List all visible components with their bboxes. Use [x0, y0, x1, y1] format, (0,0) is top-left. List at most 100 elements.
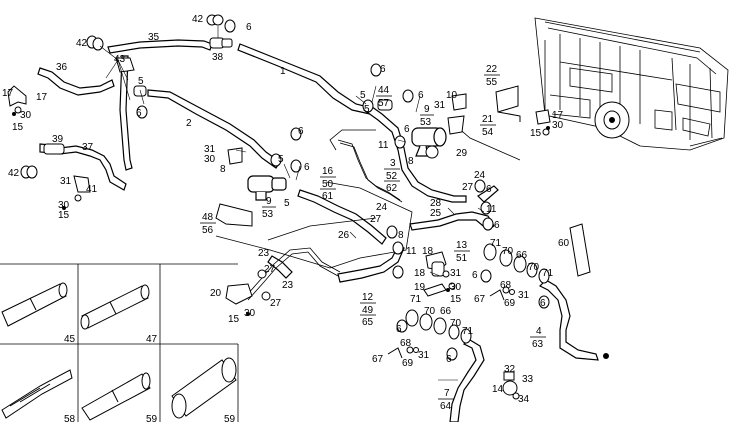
label-part-33: 33	[522, 374, 534, 385]
svg-text:4: 4	[536, 326, 542, 337]
label-part-6: 6	[540, 298, 546, 309]
label-part-5: 5	[138, 76, 144, 87]
svg-text:64: 64	[440, 401, 452, 412]
svg-text:63: 63	[532, 339, 544, 350]
label-part-31: 31	[60, 176, 72, 187]
svg-text:48: 48	[202, 212, 214, 223]
label-part-23: 23	[282, 280, 294, 291]
connector-38	[209, 37, 233, 49]
svg-text:55: 55	[486, 77, 498, 88]
label-part-6: 6	[396, 324, 402, 335]
hose-43-u	[119, 55, 133, 171]
label-part-34: 34	[518, 394, 530, 405]
label-part-47: 47	[146, 334, 158, 345]
label-part-71: 71	[542, 268, 554, 279]
detail-45-hose	[1, 282, 68, 327]
pump-9-b	[411, 127, 447, 157]
label-part-6: 6	[494, 220, 500, 231]
fraction-9-53-a: 953	[262, 196, 276, 220]
label-part-8: 8	[408, 156, 414, 167]
label-part-15: 15	[450, 294, 462, 305]
bracket-17-right	[535, 109, 551, 136]
label-part-5: 5	[278, 154, 284, 165]
label-part-39: 39	[52, 134, 64, 145]
svg-text:9: 9	[266, 196, 272, 207]
bracket-60	[569, 223, 591, 277]
label-part-30: 30	[244, 308, 256, 319]
label-part-30: 30	[204, 154, 216, 165]
svg-text:54: 54	[482, 127, 494, 138]
clamp-6-center	[386, 179, 494, 279]
label-part-18: 18	[414, 268, 426, 279]
detail-47-hose	[80, 284, 150, 330]
label-part-18: 18	[422, 246, 434, 257]
svg-text:62: 62	[386, 183, 398, 194]
label-part-70: 70	[528, 262, 540, 273]
svg-text:44: 44	[378, 85, 390, 96]
fitting-18	[425, 251, 447, 277]
label-part-30: 30	[58, 200, 70, 211]
detail-grid	[0, 263, 239, 422]
label-part-42: 42	[192, 14, 204, 25]
clamp-6-lower	[396, 269, 550, 361]
label-part-6: 6	[486, 184, 492, 195]
hose-13	[409, 211, 495, 231]
hose-1	[237, 43, 373, 115]
label-part-24: 24	[376, 202, 388, 213]
clamp-6-top	[224, 19, 236, 33]
bus-outline	[534, 17, 729, 151]
fitting-19-31	[423, 270, 456, 297]
label-part-1: 1	[280, 66, 286, 77]
label-part-42: 42	[8, 168, 20, 179]
label-part-8: 8	[398, 230, 404, 241]
bracket-8-a	[227, 147, 243, 165]
label-part-5: 5	[284, 198, 290, 209]
fraction-4-63: 463	[530, 326, 546, 350]
hose-36	[37, 67, 115, 96]
connector-44	[377, 99, 393, 111]
pump-9	[247, 175, 287, 201]
svg-text:3: 3	[390, 158, 396, 169]
label-part-6: 6	[304, 162, 310, 173]
label-part-8: 8	[220, 164, 226, 175]
label-part-23: 23	[258, 248, 270, 259]
label-part-70: 70	[450, 318, 462, 329]
label-part-10: 10	[446, 90, 458, 101]
label-part-5: 5	[360, 90, 366, 101]
coupling-70-71-66-row2	[405, 309, 472, 344]
hose-right-stub	[477, 185, 499, 203]
bracket-17-left	[7, 85, 27, 114]
label-part-71: 71	[462, 326, 474, 337]
label-part-31: 31	[450, 268, 462, 279]
screws-15-30	[12, 112, 550, 316]
label-part-11: 11	[378, 140, 389, 151]
hose-12	[337, 245, 405, 283]
detail-59-hose	[171, 357, 237, 419]
hose-3	[363, 103, 467, 203]
svg-text:57: 57	[378, 98, 390, 109]
clamp-42-lower	[20, 165, 38, 179]
label-part-58: 58	[64, 414, 76, 422]
clamp-42-top	[206, 14, 224, 26]
components	[7, 14, 609, 400]
label-part-71: 71	[490, 238, 502, 249]
svg-text:13: 13	[456, 240, 468, 251]
label-part-43: 43	[114, 54, 126, 65]
svg-text:51: 51	[456, 253, 468, 264]
label-part-70: 70	[424, 306, 436, 317]
label-part-60: 60	[558, 238, 570, 249]
label-part-68: 68	[500, 280, 512, 291]
connector-39	[43, 143, 65, 155]
hoses	[37, 39, 599, 422]
bracket-10-31	[447, 93, 467, 135]
label-part-6: 6	[246, 22, 252, 33]
label-part-69: 69	[504, 298, 516, 309]
label-part-37: 37	[82, 142, 94, 153]
hose-4	[538, 279, 599, 361]
label-part-6: 6	[446, 354, 452, 365]
label-part-25: 25	[430, 208, 442, 219]
